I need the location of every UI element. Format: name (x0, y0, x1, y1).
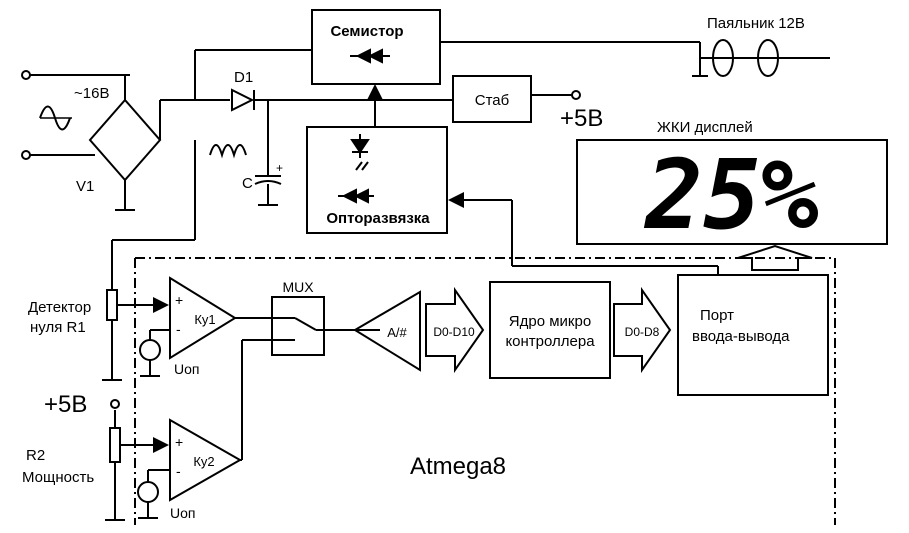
bus1-label: D0-D10 (433, 325, 475, 339)
plus5v-top-label: +5В (560, 105, 603, 132)
amplifier-ku1 (169, 276, 237, 360)
adc-block (353, 290, 421, 372)
bus-arrow-2 (613, 286, 672, 374)
amp2-minus: - (176, 463, 181, 479)
adc-label: A/# (387, 325, 407, 340)
detector-label-1: Детектор (28, 299, 91, 316)
stab-label: Стаб (475, 92, 509, 109)
cap-plus: + (276, 161, 283, 175)
semistor-block (311, 9, 441, 85)
diode-d1 (231, 88, 255, 112)
amp1-label: Ку1 (194, 312, 215, 327)
uop1-label: Uоп (174, 361, 199, 377)
bus-arrow-1 (425, 286, 485, 374)
port-label-2: ввода-вывода (692, 328, 790, 345)
optocoupler-icon (338, 134, 374, 204)
opto-label: Опторазвязка (326, 210, 430, 227)
core-label-2: контроллера (505, 333, 595, 350)
core-label-1: Ядро микро (509, 313, 591, 330)
amp2-label: Ку2 (193, 454, 214, 469)
port-block (677, 274, 829, 396)
lcd-display (576, 139, 888, 245)
r2-label-1: R2 (26, 447, 45, 464)
lcd-value: 25% (643, 139, 819, 251)
amp2-plus: + (175, 434, 183, 450)
ac-input-label: ~16В (74, 85, 109, 102)
core-block (489, 281, 611, 379)
triac-icon (350, 48, 390, 64)
mux-block (271, 296, 325, 356)
port-label-1: Порт (700, 307, 734, 324)
detector-label-2: нуля R1 (30, 319, 86, 336)
plus5v-left-label: +5В (44, 391, 87, 418)
chip-label: Atmega8 (410, 453, 506, 480)
bus2-label: D0-D8 (625, 325, 660, 339)
uop2-label: Uоп (170, 505, 195, 521)
port-to-lcd-arrow (737, 244, 813, 271)
amp1-minus: - (176, 321, 181, 337)
solder-iron-label: Паяльник 12В (707, 15, 805, 32)
lcd-label: ЖКИ дисплей (657, 119, 753, 136)
mux-label: MUX (282, 279, 314, 295)
diode-bridge (88, 98, 162, 182)
d1-label: D1 (234, 69, 253, 86)
amp1-plus: + (175, 292, 183, 308)
semistor-label: Семистор (330, 23, 403, 40)
rectified-wave-icon (209, 144, 247, 159)
optocoupler-block (306, 126, 448, 234)
chip-outline (134, 257, 836, 525)
amplifier-ku2 (169, 418, 243, 502)
v1-label: V1 (76, 178, 94, 195)
c-label: C (242, 175, 253, 192)
r2-label-2: Мощность (22, 469, 94, 486)
